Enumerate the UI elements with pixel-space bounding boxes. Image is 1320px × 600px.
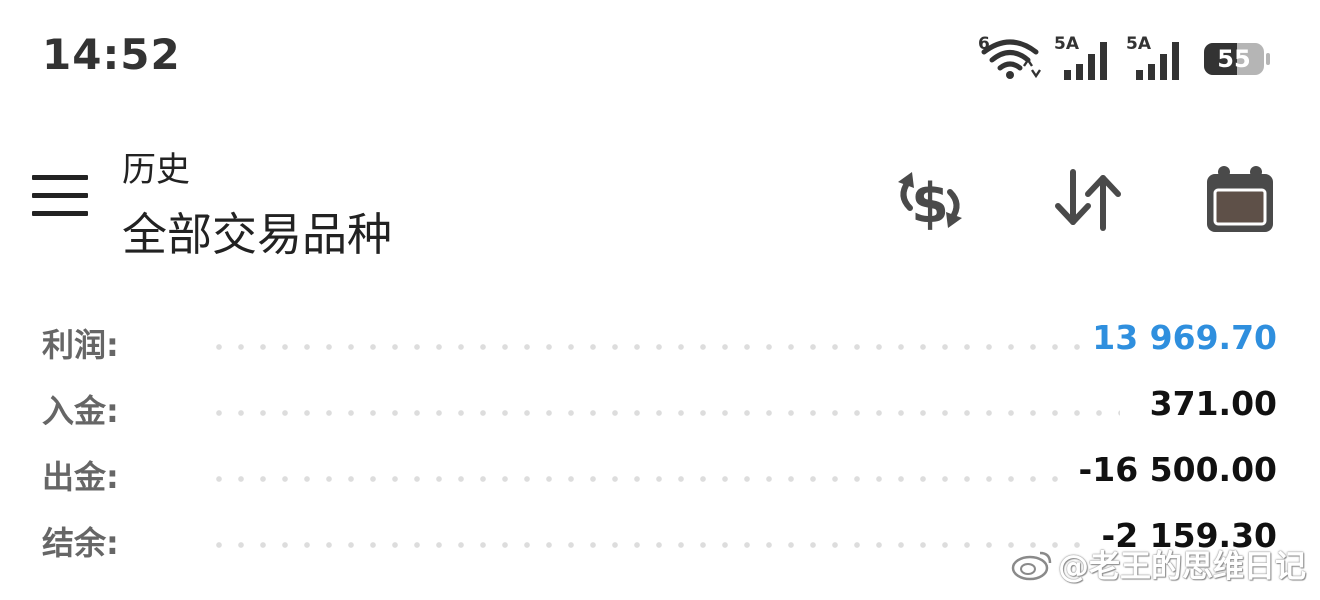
menu-button[interactable]	[32, 175, 88, 217]
row-label: 入金:	[42, 392, 119, 430]
app-bar: 历史 全部交易品种 $	[0, 120, 1320, 280]
row-label: 出金:	[42, 458, 119, 496]
calendar-button[interactable]	[1200, 160, 1280, 240]
calendar-icon	[1207, 166, 1273, 232]
signal-1-label: 5A	[1054, 34, 1079, 54]
sort-arrows-icon	[1055, 169, 1121, 231]
row-label: 结余:	[42, 524, 119, 562]
withdrawal-value: -16 500.00	[1070, 450, 1277, 489]
watermark: @老王的思维日记	[1010, 541, 1306, 586]
dollar-exchange-button[interactable]: $	[890, 160, 970, 240]
summary-row-deposit: 入金: 371.00	[0, 372, 1320, 438]
battery-tip	[1266, 53, 1270, 65]
sort-button[interactable]	[1048, 160, 1128, 240]
wifi-icon: 6	[978, 34, 1042, 80]
battery-body: 55	[1204, 43, 1264, 75]
summary-row-withdrawal: 出金: -16 500.00	[0, 438, 1320, 504]
signal-icon-1: 5A	[1054, 34, 1116, 80]
dotted-leader	[208, 344, 1120, 350]
dotted-leader	[208, 542, 1120, 548]
dotted-leader	[208, 410, 1120, 416]
signal-2-label: 5A	[1126, 34, 1151, 54]
page-title[interactable]: 全部交易品种	[122, 208, 393, 261]
page-subtitle: 历史	[122, 150, 190, 190]
profit-value: 13 969.70	[1084, 318, 1277, 357]
wifi-label: 6	[978, 34, 990, 54]
row-label: 利润:	[42, 326, 119, 364]
deposit-value: 371.00	[1141, 384, 1277, 423]
summary-list: 利润: 13 969.70 入金: 371.00 出金: -16 500.00 …	[0, 306, 1320, 570]
weibo-icon	[1011, 551, 1052, 580]
status-bar: 14:52 6 5A	[0, 0, 1320, 110]
watermark-text: @老王的思维日记	[1058, 549, 1306, 585]
summary-row-profit: 利润: 13 969.70	[0, 306, 1320, 372]
dotted-leader	[208, 476, 1120, 482]
battery-icon: 55	[1204, 39, 1270, 75]
dollar-exchange-icon: $	[898, 172, 962, 235]
menu-icon-line	[32, 211, 88, 216]
menu-icon-line	[32, 193, 88, 198]
balance-value: -2 159.30	[1093, 516, 1277, 555]
svg-text:$: $	[911, 172, 949, 235]
summary-row-balance: 结余: -2 159.30	[0, 504, 1320, 570]
battery-fill	[1204, 43, 1237, 75]
status-icons: 6 5A 5A	[978, 34, 1270, 80]
signal-icon-2: 5A	[1126, 34, 1188, 80]
menu-icon-line	[32, 175, 88, 180]
battery-level: 55	[1217, 45, 1251, 73]
status-time: 14:52	[42, 30, 181, 79]
